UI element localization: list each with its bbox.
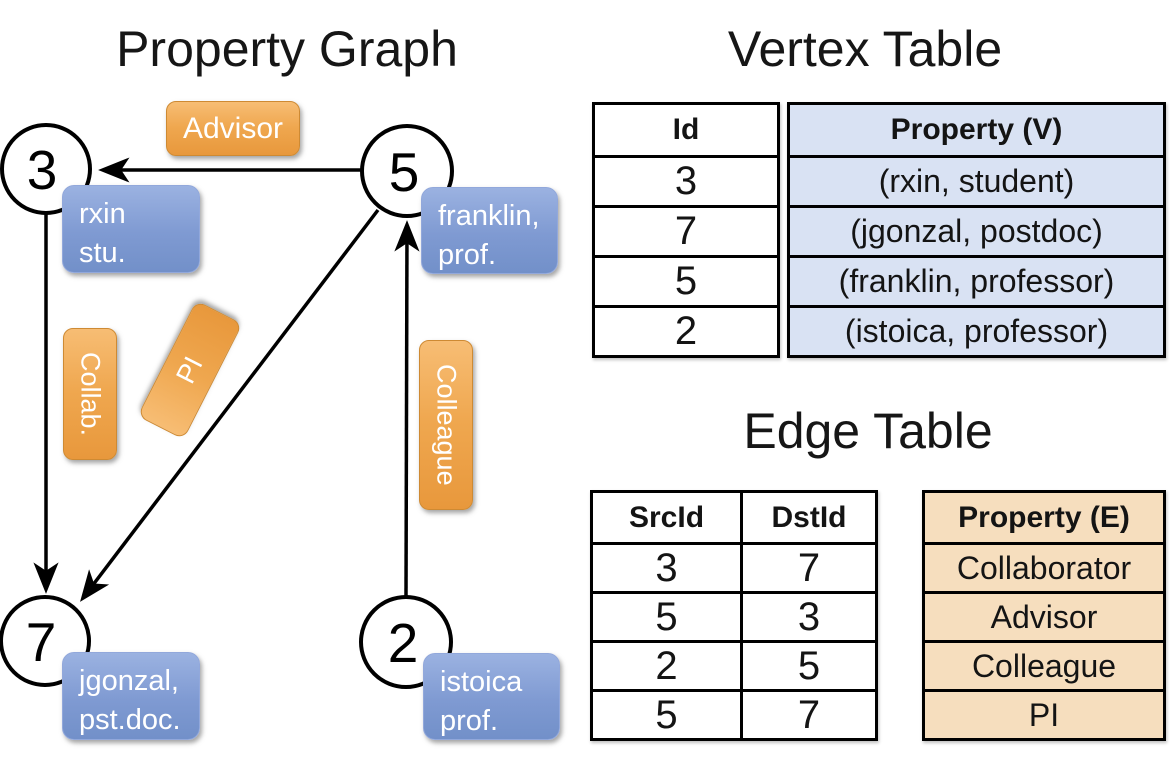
- edge-pi-5-to-7: [80, 208, 380, 602]
- edge-table-dstid-cell: 7: [740, 542, 875, 591]
- property-graph-title: Property Graph: [116, 21, 458, 77]
- node-3-property-text: rxin stu.: [79, 198, 126, 269]
- edge-label-colleague: Colleague: [419, 340, 473, 510]
- vertex-table-property-cell: (jgonzal, postdoc): [790, 205, 1163, 255]
- node-7-id: 7: [26, 611, 57, 673]
- edge-table-title: Edge Table: [743, 403, 993, 459]
- vertex-table-title: Vertex Table: [727, 21, 1003, 77]
- vertex-table-property-header: Property (V): [890, 113, 1063, 146]
- edge-table-property-cell: PI: [925, 689, 1163, 738]
- node-2-property-label: istoica prof.: [423, 653, 560, 740]
- edge-table-srcid-header: SrcId: [628, 500, 705, 534]
- edge-table-property-cell: Advisor: [925, 591, 1163, 640]
- edge-table-srcid-cell: 5: [593, 689, 740, 738]
- edge-table-id-columns: SrcId DstId 3 7 5 3 2 5 5 7: [590, 490, 878, 741]
- vertex-table-property-cell: (rxin, student): [790, 155, 1163, 205]
- node-7-property-label: jgonzal, pst.doc.: [62, 652, 200, 740]
- edge-table-property-column: Property (E) Collaborator Advisor Collea…: [922, 490, 1166, 741]
- edge-colleague-2-to-5: [394, 220, 420, 597]
- node-3-id: 3: [27, 139, 58, 201]
- edge-table-srcid-cell: 2: [593, 640, 740, 689]
- edge-table-srcid-cell: 3: [593, 542, 740, 591]
- node-5-property-label: franklin, prof.: [421, 187, 558, 274]
- edge-table-dstid-cell: 3: [740, 591, 875, 640]
- node-2-id: 2: [388, 612, 419, 674]
- vertex-table-property-cell: (franklin, professor): [790, 255, 1163, 305]
- vertex-table-id-header: Id: [672, 113, 700, 146]
- edge-label-advisor: Advisor: [166, 101, 300, 156]
- vertex-table-id-cell: 3: [595, 155, 777, 205]
- edge-table-dstid-cell: 5: [740, 640, 875, 689]
- vertex-table-property-column: Property (V) (rxin, student) (jgonzal, p…: [787, 102, 1166, 358]
- node-3-property-label: rxin stu.: [62, 185, 200, 273]
- node-5-id: 5: [389, 141, 420, 203]
- node-7-property-text: jgonzal, pst.doc.: [79, 665, 181, 736]
- node-2-property-text: istoica prof.: [440, 666, 523, 737]
- node-5-property-text: franklin, prof.: [438, 200, 540, 271]
- vertex-table-id-cell: 7: [595, 205, 777, 255]
- edge-table-property-cell: Collaborator: [925, 542, 1163, 591]
- edge-table-property-cell: Colleague: [925, 640, 1163, 689]
- edge-table-property-header: Property (E): [958, 500, 1130, 534]
- vertex-table-id-column: Id 3 7 5 2: [592, 102, 780, 358]
- edge-table-srcid-cell: 5: [593, 591, 740, 640]
- edge-table-dstid-header: DstId: [740, 493, 875, 542]
- vertex-table-id-cell: 2: [595, 305, 777, 355]
- vertex-table-property-cell: (istoica, professor): [790, 305, 1163, 355]
- vertex-table-id-cell: 5: [595, 255, 777, 305]
- edge-label-collab: Collab.: [63, 328, 117, 460]
- edge-table-dstid-cell: 7: [740, 689, 875, 738]
